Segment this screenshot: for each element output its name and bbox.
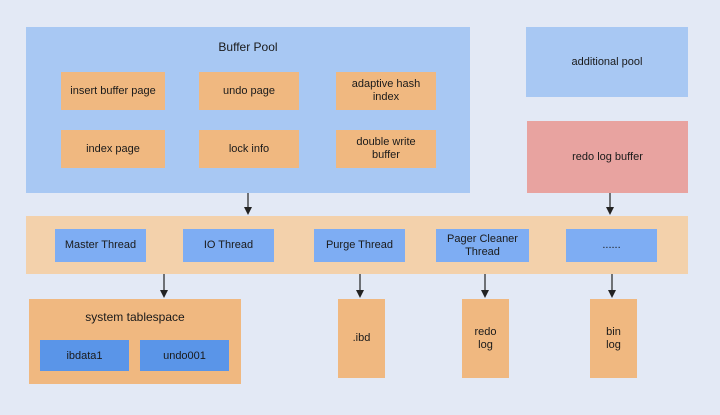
buffer-pool-title: Buffer Pool xyxy=(218,40,278,54)
undo-page: undo page xyxy=(199,72,299,110)
index-page: index page xyxy=(61,130,165,168)
redo-log-file: redo log xyxy=(462,299,509,378)
pager-cleaner-thread: Pager Cleaner Thread xyxy=(436,229,529,262)
insert-buffer-page: insert buffer page xyxy=(61,72,165,110)
bin-log-file: bin log xyxy=(590,299,637,378)
lock-info: lock info xyxy=(199,130,299,168)
additional-pool: additional pool xyxy=(526,27,688,97)
io-thread: IO Thread xyxy=(183,229,274,262)
master-thread: Master Thread xyxy=(55,229,146,262)
adaptive-hash-index: adaptive hash index xyxy=(336,72,436,110)
ibdata1-file: ibdata1 xyxy=(40,340,129,371)
ibd-file: .ibd xyxy=(338,299,385,378)
more-threads: ...... xyxy=(566,229,657,262)
double-write-buffer: double write buffer xyxy=(336,130,436,168)
purge-thread: Purge Thread xyxy=(314,229,405,262)
redo-log-buffer: redo log buffer xyxy=(527,121,688,193)
system-tablespace-title: system tablespace xyxy=(85,310,185,324)
undo001-file: undo001 xyxy=(140,340,229,371)
